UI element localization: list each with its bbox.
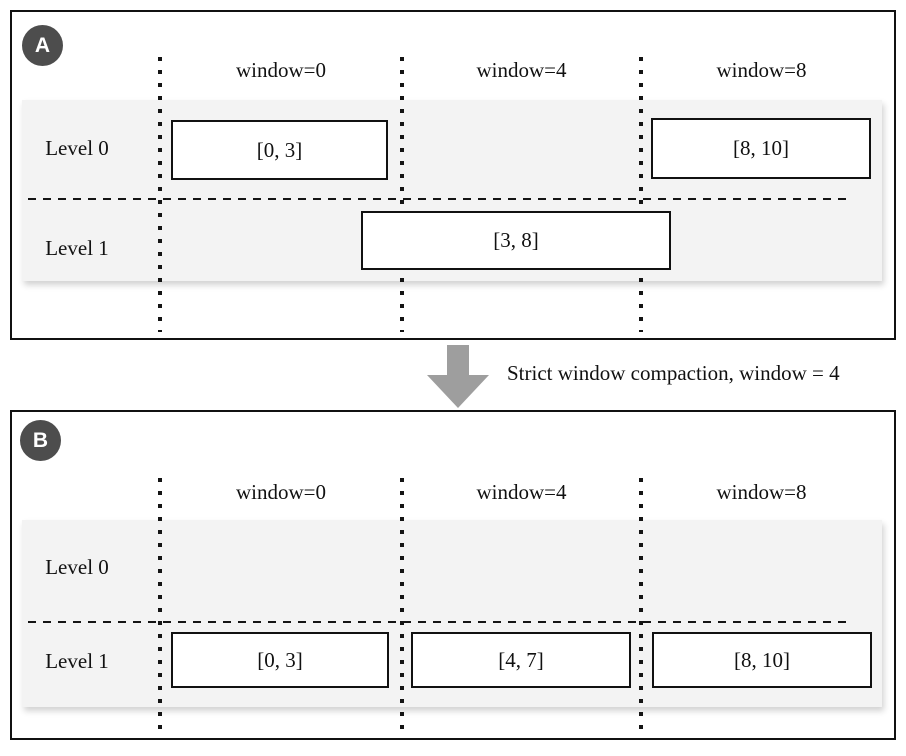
level-0-label: Level 0 bbox=[45, 136, 109, 160]
down-arrow-icon bbox=[427, 375, 489, 408]
dotted-gridline bbox=[158, 57, 162, 332]
window-label-4: window=4 bbox=[476, 58, 567, 82]
interval-box: [8, 10] bbox=[651, 118, 871, 179]
panel-b: B window=0 window=4 window=8 Level 0 Lev… bbox=[10, 410, 896, 740]
panel-b-badge: B bbox=[20, 420, 61, 461]
down-arrow-icon bbox=[447, 345, 469, 376]
level-1-label: Level 1 bbox=[45, 649, 109, 673]
interval-box: [4, 7] bbox=[411, 632, 631, 688]
window-label-4: window=4 bbox=[476, 480, 567, 504]
dashed-level-divider bbox=[28, 621, 850, 623]
transition-caption: Strict window compaction, window = 4 bbox=[507, 361, 840, 385]
level-0-label: Level 0 bbox=[45, 555, 109, 579]
dotted-gridline bbox=[400, 57, 404, 332]
window-label-0: window=0 bbox=[235, 58, 326, 82]
dashed-level-divider bbox=[28, 198, 850, 200]
dotted-gridline bbox=[639, 478, 643, 736]
panel-a-badge: A bbox=[22, 25, 63, 66]
interval-box: [0, 3] bbox=[171, 632, 389, 688]
level-1-label: Level 1 bbox=[45, 236, 109, 260]
interval-box: [0, 3] bbox=[171, 120, 388, 180]
panel-a: A window=0 window=4 window=8 Level 0 Lev… bbox=[10, 10, 896, 340]
interval-box: [8, 10] bbox=[652, 632, 872, 688]
dotted-gridline bbox=[639, 57, 643, 332]
window-label-0: window=0 bbox=[235, 480, 326, 504]
window-label-8: window=8 bbox=[716, 480, 807, 504]
window-label-8: window=8 bbox=[716, 58, 807, 82]
interval-box: [3, 8] bbox=[361, 211, 671, 270]
dotted-gridline bbox=[158, 478, 162, 736]
dotted-gridline bbox=[400, 478, 404, 736]
